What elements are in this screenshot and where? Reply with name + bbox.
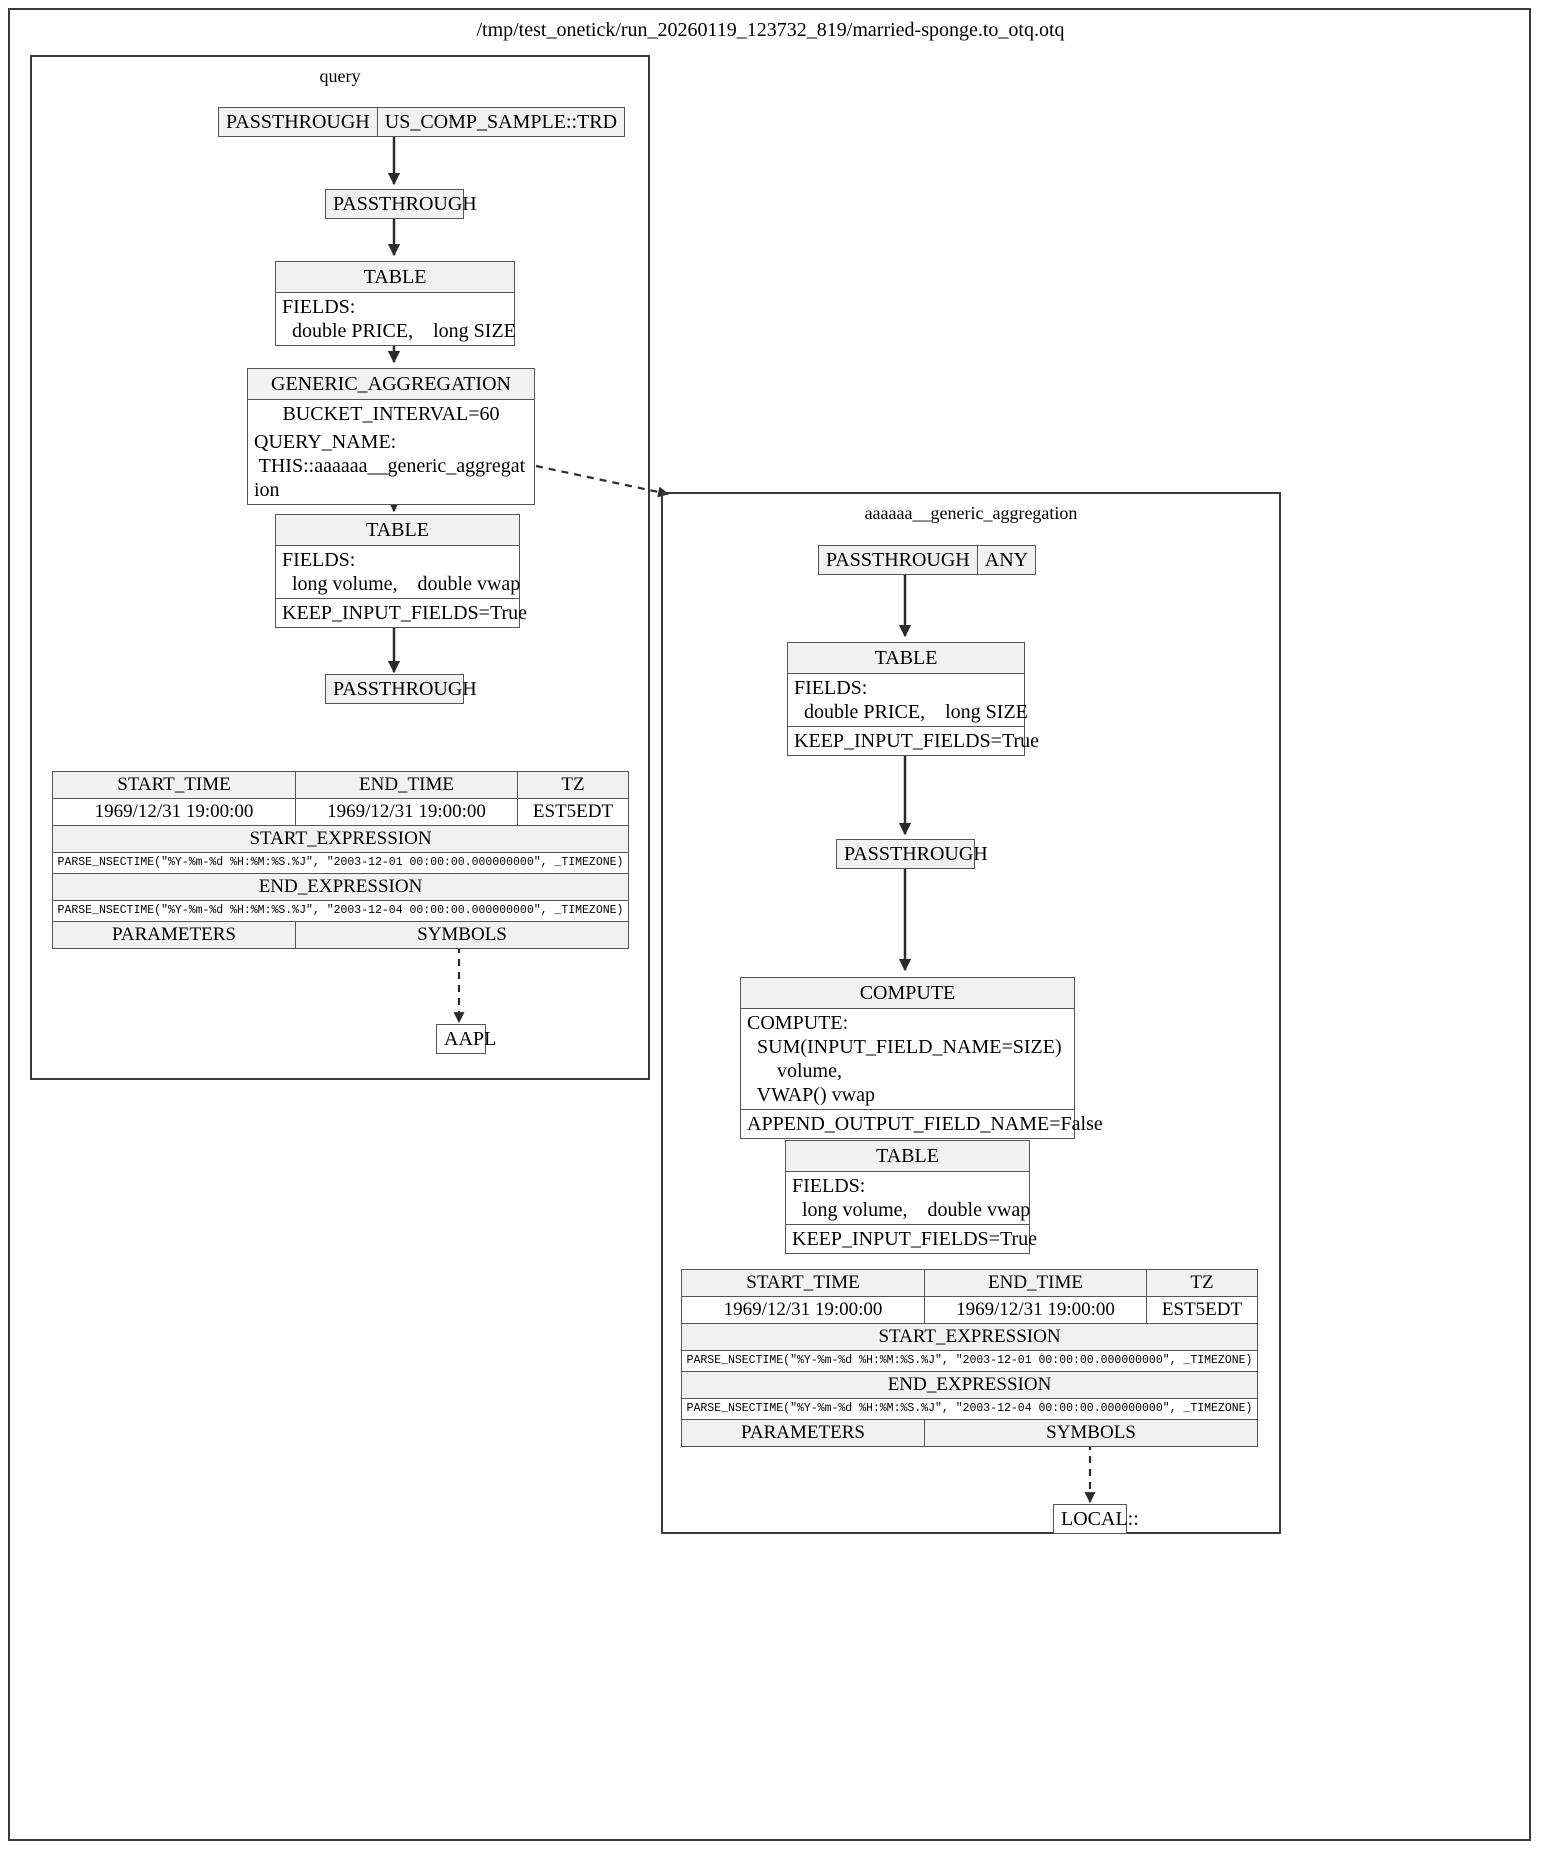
left-params-header-end-time: END_TIME bbox=[295, 772, 517, 798]
node-right-table-1[interactable]: TABLE FIELDS: double PRICE, long SIZE KE… bbox=[787, 642, 1039, 756]
table-row: END_EXPRESSION bbox=[53, 873, 628, 900]
node-right-compute-header: COMPUTE bbox=[741, 978, 1074, 1009]
node-left-table-2-fields: FIELDS: long volume, double vwap bbox=[276, 546, 521, 598]
node-right-passthrough-1[interactable]: PASSTHROUGH bbox=[836, 839, 988, 869]
cluster-query-label: query bbox=[319, 66, 361, 86]
left-params-end-expression: PARSE_NSECTIME("%Y-%m-%d %H:%M:%S.%J", "… bbox=[53, 901, 628, 921]
node-left-generic-aggregation-header: GENERIC_AGGREGATION bbox=[248, 369, 534, 400]
cluster-aaaaaa-generic-aggregation-label: aaaaaa__generic_aggregation bbox=[864, 503, 1078, 523]
node-left-generic-aggregation-query-name-value: THIS::aaaaaa__generic_aggregat ion bbox=[254, 455, 526, 501]
right-params-header-tz: TZ bbox=[1146, 1270, 1257, 1296]
node-right-table-2-fields: FIELDS: long volume, double vwap bbox=[786, 1172, 1031, 1224]
right-params-value-end-time: 1969/12/31 19:00:00 bbox=[924, 1297, 1146, 1323]
node-left-symbol-aapl[interactable]: AAPL bbox=[436, 1024, 496, 1054]
node-right-compute-append: APPEND_OUTPUT_FIELD_NAME=False bbox=[741, 1109, 1103, 1138]
node-right-table-1-header: TABLE bbox=[788, 643, 1024, 674]
node-left-table-2-keep: KEEP_INPUT_FIELDS=True bbox=[276, 598, 527, 627]
left-params-header-start-time: START_TIME bbox=[53, 772, 295, 798]
left-params-footer-parameters: PARAMETERS bbox=[53, 922, 295, 948]
node-left-table-1-fields: FIELDS: double PRICE, long SIZE bbox=[276, 293, 516, 345]
table-row: END_EXPRESSION bbox=[682, 1371, 1257, 1398]
right-params-header-start-time: START_TIME bbox=[682, 1270, 924, 1296]
table-row: PARSE_NSECTIME("%Y-%m-%d %H:%M:%S.%J", "… bbox=[682, 1350, 1257, 1371]
node-right-table-2[interactable]: TABLE FIELDS: long volume, double vwap K… bbox=[785, 1140, 1037, 1254]
node-left-table-2-fields-value: long volume, double vwap bbox=[282, 573, 521, 595]
table-row: PARSE_NSECTIME("%Y-%m-%d %H:%M:%S.%J", "… bbox=[682, 1398, 1257, 1419]
node-right-source-op: PASSTHROUGH bbox=[826, 549, 970, 571]
table-row: START_EXPRESSION bbox=[53, 825, 628, 852]
right-params-start-expression: PARSE_NSECTIME("%Y-%m-%d %H:%M:%S.%J", "… bbox=[682, 1351, 1257, 1371]
node-left-generic-aggregation-query-name: QUERY_NAME: THIS::aaaaaa__generic_aggreg… bbox=[248, 428, 534, 504]
right-params-footer-symbols: SYMBOLS bbox=[924, 1420, 1257, 1446]
node-left-table-1-fields-value: double PRICE, long SIZE bbox=[282, 320, 516, 342]
node-right-table-1-keep: KEEP_INPUT_FIELDS=True bbox=[788, 726, 1039, 755]
right-params-footer-parameters: PARAMETERS bbox=[682, 1420, 924, 1446]
node-left-passthrough-2[interactable]: PASSTHROUGH bbox=[325, 674, 477, 704]
right-params-value-tz: EST5EDT bbox=[1146, 1297, 1257, 1323]
node-right-table-1-fields: FIELDS: double PRICE, long SIZE bbox=[788, 674, 1028, 726]
right-params-table: START_TIME END_TIME TZ 1969/12/31 19:00:… bbox=[681, 1269, 1258, 1447]
node-right-source-symbol: ANY bbox=[976, 546, 1035, 574]
node-right-compute[interactable]: COMPUTE COMPUTE: SUM(INPUT_FIELD_NAME=SI… bbox=[740, 977, 1103, 1139]
left-params-header-tz: TZ bbox=[517, 772, 628, 798]
node-left-table-2-fields-label: FIELDS: bbox=[282, 549, 356, 571]
left-params-start-expression-label: START_EXPRESSION bbox=[53, 826, 628, 852]
table-row: PARAMETERS SYMBOLS bbox=[53, 921, 628, 948]
table-row: 1969/12/31 19:00:00 1969/12/31 19:00:00 … bbox=[53, 798, 628, 825]
node-left-source-op: PASSTHROUGH bbox=[226, 111, 370, 133]
node-right-source[interactable]: PASSTHROUGH ANY bbox=[818, 545, 1037, 575]
left-params-value-end-time: 1969/12/31 19:00:00 bbox=[295, 799, 517, 825]
node-right-table-2-keep: KEEP_INPUT_FIELDS=True bbox=[786, 1224, 1037, 1253]
node-right-table-2-fields-label: FIELDS: bbox=[792, 1175, 866, 1197]
left-params-value-tz: EST5EDT bbox=[517, 799, 628, 825]
graph-title: /tmp/test_onetick/run_20260119_123732_81… bbox=[476, 19, 1065, 41]
cluster-query: query bbox=[30, 55, 650, 1080]
node-right-compute-body: COMPUTE: SUM(INPUT_FIELD_NAME=SIZE) volu… bbox=[741, 1009, 1074, 1109]
left-params-end-expression-label: END_EXPRESSION bbox=[53, 874, 628, 900]
left-params-start-expression: PARSE_NSECTIME("%Y-%m-%d %H:%M:%S.%J", "… bbox=[53, 853, 628, 873]
node-right-table-2-header: TABLE bbox=[786, 1141, 1029, 1172]
node-left-table-2-header: TABLE bbox=[276, 515, 519, 546]
node-right-symbol-local[interactable]: LOCAL:: bbox=[1053, 1504, 1139, 1534]
cluster-aaaaaa-generic-aggregation: aaaaaa__generic_aggregation bbox=[661, 492, 1281, 1534]
table-row: PARSE_NSECTIME("%Y-%m-%d %H:%M:%S.%J", "… bbox=[53, 852, 628, 873]
node-left-source[interactable]: PASSTHROUGH US_COMP_SAMPLE::TRD bbox=[218, 107, 626, 137]
table-row: PARSE_NSECTIME("%Y-%m-%d %H:%M:%S.%J", "… bbox=[53, 900, 628, 921]
node-left-table-2[interactable]: TABLE FIELDS: long volume, double vwap K… bbox=[275, 514, 527, 628]
right-params-end-expression-label: END_EXPRESSION bbox=[682, 1372, 1257, 1398]
outer-frame bbox=[8, 8, 1531, 1841]
node-right-table-2-fields-value: long volume, double vwap bbox=[792, 1199, 1031, 1221]
right-params-value-start-time: 1969/12/31 19:00:00 bbox=[723, 1299, 883, 1320]
node-right-compute-label: COMPUTE: bbox=[747, 1012, 849, 1034]
node-left-generic-aggregation[interactable]: GENERIC_AGGREGATION BUCKET_INTERVAL=60 Q… bbox=[247, 368, 535, 505]
left-params-value-start-time: 1969/12/31 19:00:00 bbox=[94, 801, 254, 822]
table-row: 1969/12/31 19:00:00 1969/12/31 19:00:00 … bbox=[682, 1296, 1257, 1323]
node-left-generic-aggregation-bucket: BUCKET_INTERVAL=60 bbox=[248, 400, 534, 428]
node-left-table-1[interactable]: TABLE FIELDS: double PRICE, long SIZE bbox=[275, 261, 516, 346]
node-left-generic-aggregation-query-name-label: QUERY_NAME: bbox=[254, 431, 397, 453]
node-left-source-symbol: US_COMP_SAMPLE::TRD bbox=[376, 108, 624, 136]
node-right-table-1-fields-label: FIELDS: bbox=[794, 677, 868, 699]
left-params-table: START_TIME END_TIME TZ 1969/12/31 19:00:… bbox=[52, 771, 629, 949]
node-left-table-1-header: TABLE bbox=[276, 262, 514, 293]
node-right-table-1-fields-value: double PRICE, long SIZE bbox=[794, 701, 1028, 723]
right-params-end-expression: PARSE_NSECTIME("%Y-%m-%d %H:%M:%S.%J", "… bbox=[682, 1399, 1257, 1419]
table-row: START_TIME END_TIME TZ bbox=[682, 1270, 1257, 1296]
right-params-start-expression-label: START_EXPRESSION bbox=[682, 1324, 1257, 1350]
table-row: START_TIME END_TIME TZ bbox=[53, 772, 628, 798]
table-row: START_EXPRESSION bbox=[682, 1323, 1257, 1350]
node-left-passthrough-1[interactable]: PASSTHROUGH bbox=[325, 189, 477, 219]
table-row: PARAMETERS SYMBOLS bbox=[682, 1419, 1257, 1446]
node-left-table-1-fields-label: FIELDS: bbox=[282, 296, 356, 318]
left-params-footer-symbols: SYMBOLS bbox=[295, 922, 628, 948]
right-params-header-end-time: END_TIME bbox=[924, 1270, 1146, 1296]
node-right-compute-expressions: SUM(INPUT_FIELD_NAME=SIZE) volume, VWAP(… bbox=[756, 1036, 1062, 1106]
